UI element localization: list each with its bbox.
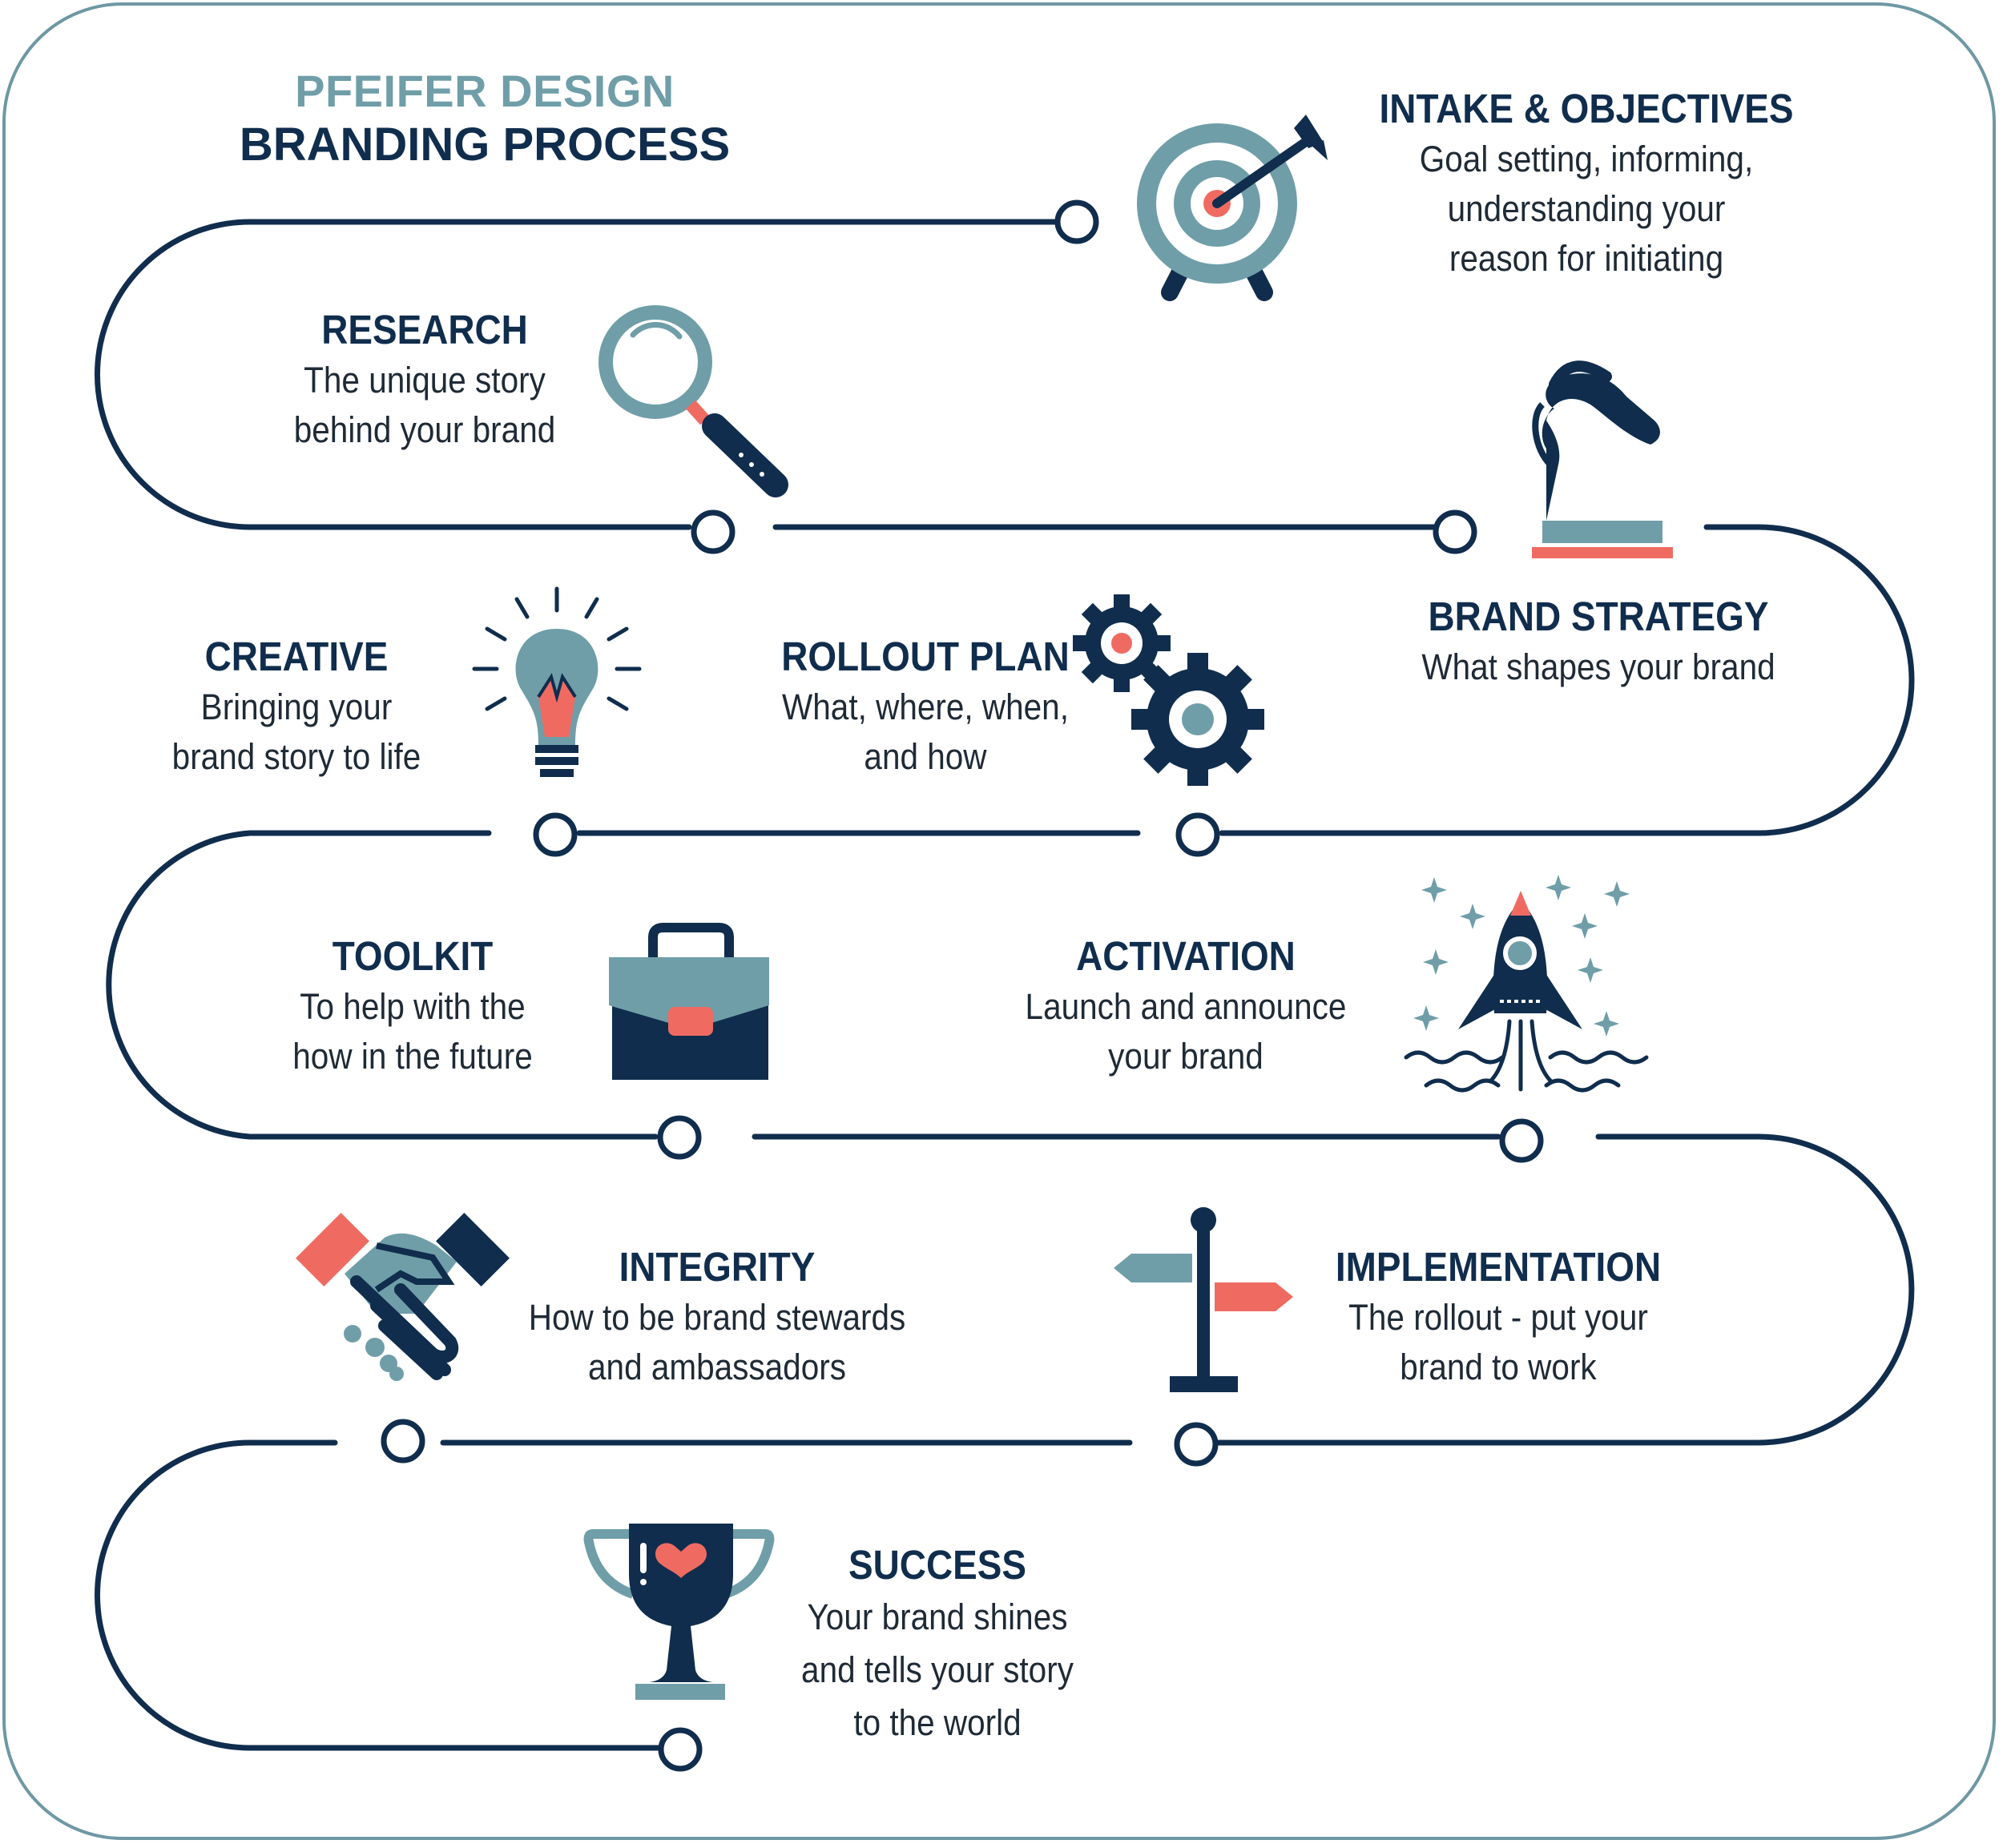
step-toolkit: TOOLKIT To help with the how in the futu… [232,931,593,1081]
lightbulb-icon [472,586,642,777]
company-name: PFEIFER DESIGN [295,66,675,116]
node-10 [658,1727,703,1772]
step-description: What, where, when, and how [782,686,1069,777]
rocket-icon [1404,875,1649,1093]
step-description: The unique story behind your brand [293,360,556,450]
step-title: INTEGRITY [619,1244,816,1290]
step-brand-strategy: BRAND STRATEGY What shapes your brand [1358,591,1839,692]
step-description: What shapes your brand [1421,646,1775,687]
step-research: RESEARCH The unique story behind your br… [224,304,625,455]
magnifier-icon [598,305,788,497]
gears-icon [1073,594,1264,786]
step-title: BRAND STRATEGY [1428,594,1769,639]
step-description: To help with the how in the future [292,986,533,1077]
node-7 [1499,1118,1544,1163]
node-8 [1174,1422,1219,1467]
node-5 [533,812,578,857]
step-intake-objectives: INTAKE & OBJECTIVES Goal setting, inform… [1306,83,1867,284]
header: PFEIFER DESIGN BRANDING PROCESS [184,66,785,173]
step-description: How to be brand stewards and ambassadors [528,1297,906,1387]
step-implementation: IMPLEMENTATION The rollout - put your br… [1306,1242,1691,1392]
trophy-icon [583,1524,775,1700]
step-activation: ACTIVATION Launch and announce your bran… [993,931,1378,1081]
step-description: Bringing your brand story to life [171,686,421,777]
node-1 [1054,199,1099,244]
step-title: ROLLOUT PLAN [781,634,1070,679]
step-title: SUCCESS [848,1542,1026,1588]
node-6 [657,1115,702,1160]
step-description: Launch and announce your brand [1025,986,1347,1077]
step-success: SUCCESS Your brand shines and tells your… [761,1540,1114,1749]
node-9 [381,1419,425,1464]
step-integrity: INTEGRITY How to be brand stewards and a… [481,1242,953,1392]
signpost-icon [1114,1207,1293,1392]
step-title: RESEARCH [321,307,528,352]
node-3 [1433,509,1477,554]
step-description: The rollout - put your brand to work [1348,1297,1648,1387]
step-title: ACTIVATION [1076,933,1296,979]
step-title: INTAKE & OBJECTIVES [1379,86,1794,131]
process-title: BRANDING PROCESS [239,119,731,171]
step-rollout-plan: ROLLOUT PLAN What, where, when, and how [725,631,1126,782]
target-icon [1137,115,1328,301]
step-description: Your brand shines and tells your story t… [801,1596,1074,1743]
step-description: Goal setting, informing, understanding y… [1419,139,1754,279]
path-nodes [381,199,1544,1772]
step-title: TOOLKIT [332,933,494,979]
node-2 [691,509,736,554]
handshake-icon [296,1213,510,1381]
briefcase-icon [609,923,769,1080]
step-title: IMPLEMENTATION [1335,1244,1662,1290]
winding-path [95,219,1915,1751]
step-creative: CREATIVE Bringing your brand story to li… [120,631,473,782]
step-title: CREATIVE [204,634,389,679]
node-4 [1175,812,1220,857]
chess-knight-icon [1532,360,1673,558]
